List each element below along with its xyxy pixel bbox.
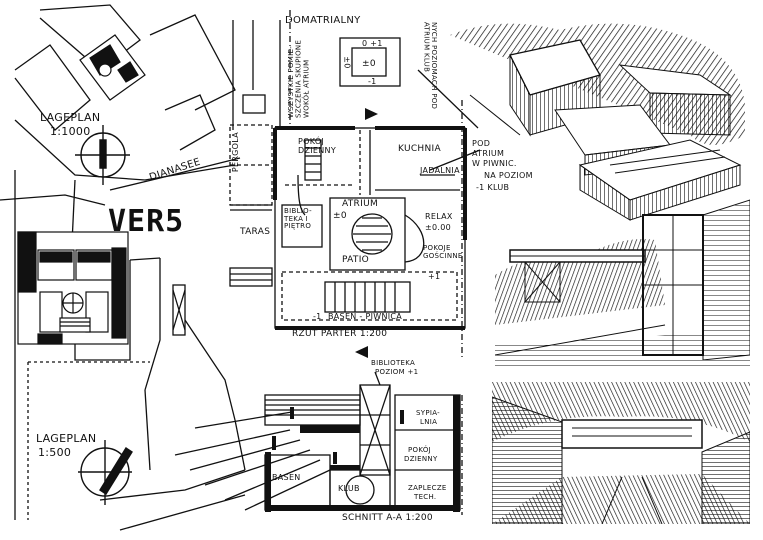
domatrialny-label: DOMATRIALNY [285,15,361,26]
lageplan-1000-scale: 1:1000 [50,125,91,138]
taras-label: TARAS [240,227,271,237]
north-arrow-icon [78,440,133,505]
pokoje-goscinne-label: POKOJE GOŚCINNE [423,244,463,260]
basen-plan-label: BASEN - PIWNICA [328,312,403,321]
version-label: VER5 [108,204,185,239]
jadalnia-label: JADALNIA [420,166,460,175]
mini-plan-level-bottom: -1 [368,77,377,86]
pokoje-goscinne-level: +1 [428,272,441,281]
plan-note-right: NYCH POZIOMACH POD ATRIUM KLUB [422,22,438,110]
section-basen-label: BASEN [272,473,301,482]
lageplan-500-scale: 1:500 [38,446,72,459]
mini-plan-level-top: 0 +1 [362,39,383,48]
pergola-label: PERGOLA [231,132,240,173]
section-biblioteka-label-2: POZIOM +1 [375,368,419,376]
relax-label: RELAX [425,212,453,221]
atrium-level: ±0 [333,211,347,221]
atrium-note-line-4: NA POZIOM [484,171,533,180]
section-pokoj-label-1: POKÓJ [408,446,432,454]
mini-plan-level-center: ±0 [362,59,376,69]
patio-label: PATIO [342,255,370,265]
section-sypialnia-label-2: LNIA [420,418,438,426]
section-pokoj-label-2: DZIENNY [404,455,438,463]
atrium-note-line-1: POD [472,139,491,148]
perspective-interior-sketch [492,382,750,524]
atrium-note-line-3: W PIWNIC. [472,159,517,168]
section-marker-icon [355,108,378,358]
section-biblioteka-label-1: BIBLIOTEKA [371,359,416,367]
perspective-aerial-sketch [440,15,750,225]
plan-note-left: WSZYSTKIE POMIE-SZCZENIA SKUPIONE WOKÓŁ … [287,39,311,118]
basen-plan-level: -1 [313,312,322,321]
atrium-label: ATRIUM [342,199,379,209]
pokoj-dzienny-label: POKÓJ DZIENNY [298,137,337,155]
floor-plan-title: RZUT PARTER 1:200 [292,329,388,339]
lageplan-1000-title: LAGEPLAN [40,111,101,124]
section-title: SCHNITT A-A 1:200 [342,513,433,523]
perspective-pergola-sketch [495,195,750,370]
biblioteka-label: BIBLIO-TEKA I PIĘTRO [284,207,312,231]
north-arrow-icon [75,125,130,185]
atrium-note-line-2: ATRIUM [472,149,505,158]
section-sypialnia-label-1: SYPIA- [416,409,440,417]
relax-level: ±0.00 [425,223,452,232]
kuchnia-label: KUCHNIA [398,144,441,154]
mini-plan-level-left: ±0 [342,56,352,69]
atrium-note-line-5: -1 KLUB [476,183,510,192]
section-klub-label: KLUB [338,484,360,493]
section-zaplecze-label-1: ZAPLECZE [408,484,447,492]
section-zaplecze-label-2: TECH. [414,493,437,501]
lageplan-500-title: LAGEPLAN [36,432,97,445]
